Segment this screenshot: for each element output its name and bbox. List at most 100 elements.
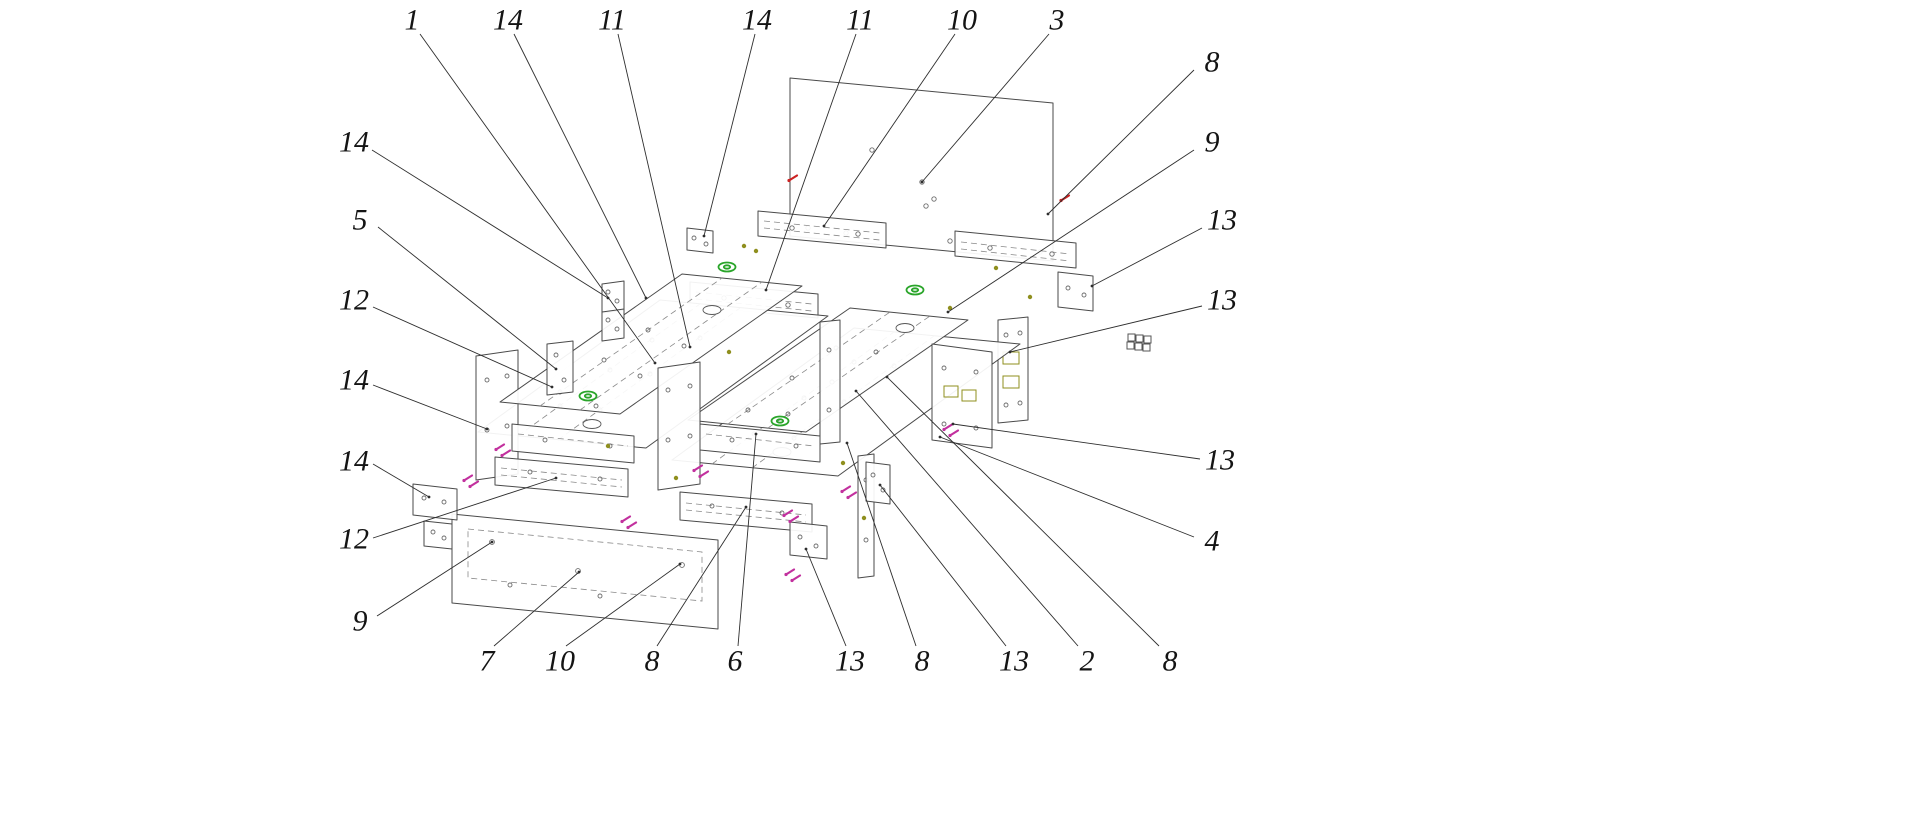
callout-number: 13 [999,645,1029,678]
leader-line [947,149,1195,313]
screw-icon [782,509,794,518]
top-rail-left [757,210,887,249]
leader-dot [822,224,826,228]
callout-13: 13 [1090,204,1237,288]
dowel-icon [726,349,732,355]
leader-dot [754,432,758,436]
leader-dot [653,361,657,365]
leader-line [939,436,1195,538]
callout-number: 13 [1205,444,1235,477]
callout-7: 7 [480,570,581,678]
leader-dot [550,385,554,389]
screw-icon [788,515,800,524]
callout-8: 8 [1046,46,1220,216]
cam-lock-icon [717,261,737,273]
hardware-layer [462,174,1071,583]
leader-line [376,541,493,617]
leader-line [513,33,647,299]
leader-line [823,33,956,227]
callout-number: 11 [846,4,874,37]
side-panel-right-tall [997,316,1029,424]
leader-dot [951,422,955,426]
callout-9: 9 [353,540,494,638]
leader-dot [845,441,849,445]
screw-red-icon [787,174,799,183]
screw-icon [462,474,474,483]
leader-dot [554,476,558,480]
callout-10: 10 [822,4,977,228]
callout-number: 11 [598,4,626,37]
callout-13: 13 [878,483,1029,678]
leader-dot [427,495,431,499]
callout-14: 14 [339,445,431,499]
side-wall-right [931,343,993,449]
callout-number: 5 [353,204,368,237]
callout-3: 3 [920,4,1065,184]
dowel-icon [741,243,747,249]
screw-icon [840,485,852,494]
leader-line [855,390,1079,647]
callout-number: 14 [339,445,369,478]
leader-dot [644,296,648,300]
callout-number: 12 [339,284,369,317]
callout-number: 8 [1163,645,1178,678]
bracket-top-middle [686,227,714,254]
callout-4: 4 [938,435,1220,558]
callout-number: 9 [1205,126,1220,159]
dowel-icon [861,515,867,521]
leader-line [765,33,857,291]
callout-9: 9 [946,126,1220,314]
leader-dot [606,296,610,300]
leader-dot [485,427,489,431]
leader-dot [920,180,924,184]
leader-line [886,376,1160,647]
leader-line [737,433,757,647]
screw-icon [620,515,632,524]
callout-number: 8 [915,645,930,678]
callout-number: 14 [339,364,369,397]
bracket-left-lower [601,308,625,342]
leader-line [371,149,609,299]
screw-icon [846,491,858,500]
callout-number: 6 [728,645,743,678]
leader-line [1091,227,1203,287]
divider-wall-right-unit [819,319,841,445]
leader-line [372,477,557,539]
dowel-icon [1027,294,1033,300]
leader-dot [946,310,950,314]
callout-8: 8 [885,375,1178,678]
screw-icon [626,521,638,530]
dowel-icon [840,460,846,466]
screw-icon [948,429,960,438]
leader-line [703,33,756,237]
dowel-icon [753,248,759,254]
screw-icon [500,449,512,458]
callout-14: 14 [702,4,772,238]
leader-line [656,506,747,647]
leader-line [805,548,847,647]
screw-icon [790,574,802,583]
bracket-right-low [789,521,828,560]
callout-number: 9 [353,605,368,638]
screw-icon [942,423,954,432]
leader-dot [490,540,494,544]
leader-dot [885,375,889,379]
callout-12: 12 [339,476,558,556]
callout-number: 2 [1080,645,1095,678]
callout-number: 13 [1207,284,1237,317]
bracket-left-upper [601,280,625,314]
leader-line [1047,69,1195,215]
screw-icon [468,480,480,489]
leader-line [377,226,557,370]
dowel-icon [605,443,611,449]
leader-line [493,571,580,647]
leader-dot [938,435,942,439]
screw-icon [784,568,796,577]
callout-number: 13 [835,645,865,678]
dowel-icon [673,475,679,481]
callout-14: 14 [339,364,489,431]
callout-number: 3 [1049,4,1065,37]
leader-line [879,484,1007,647]
